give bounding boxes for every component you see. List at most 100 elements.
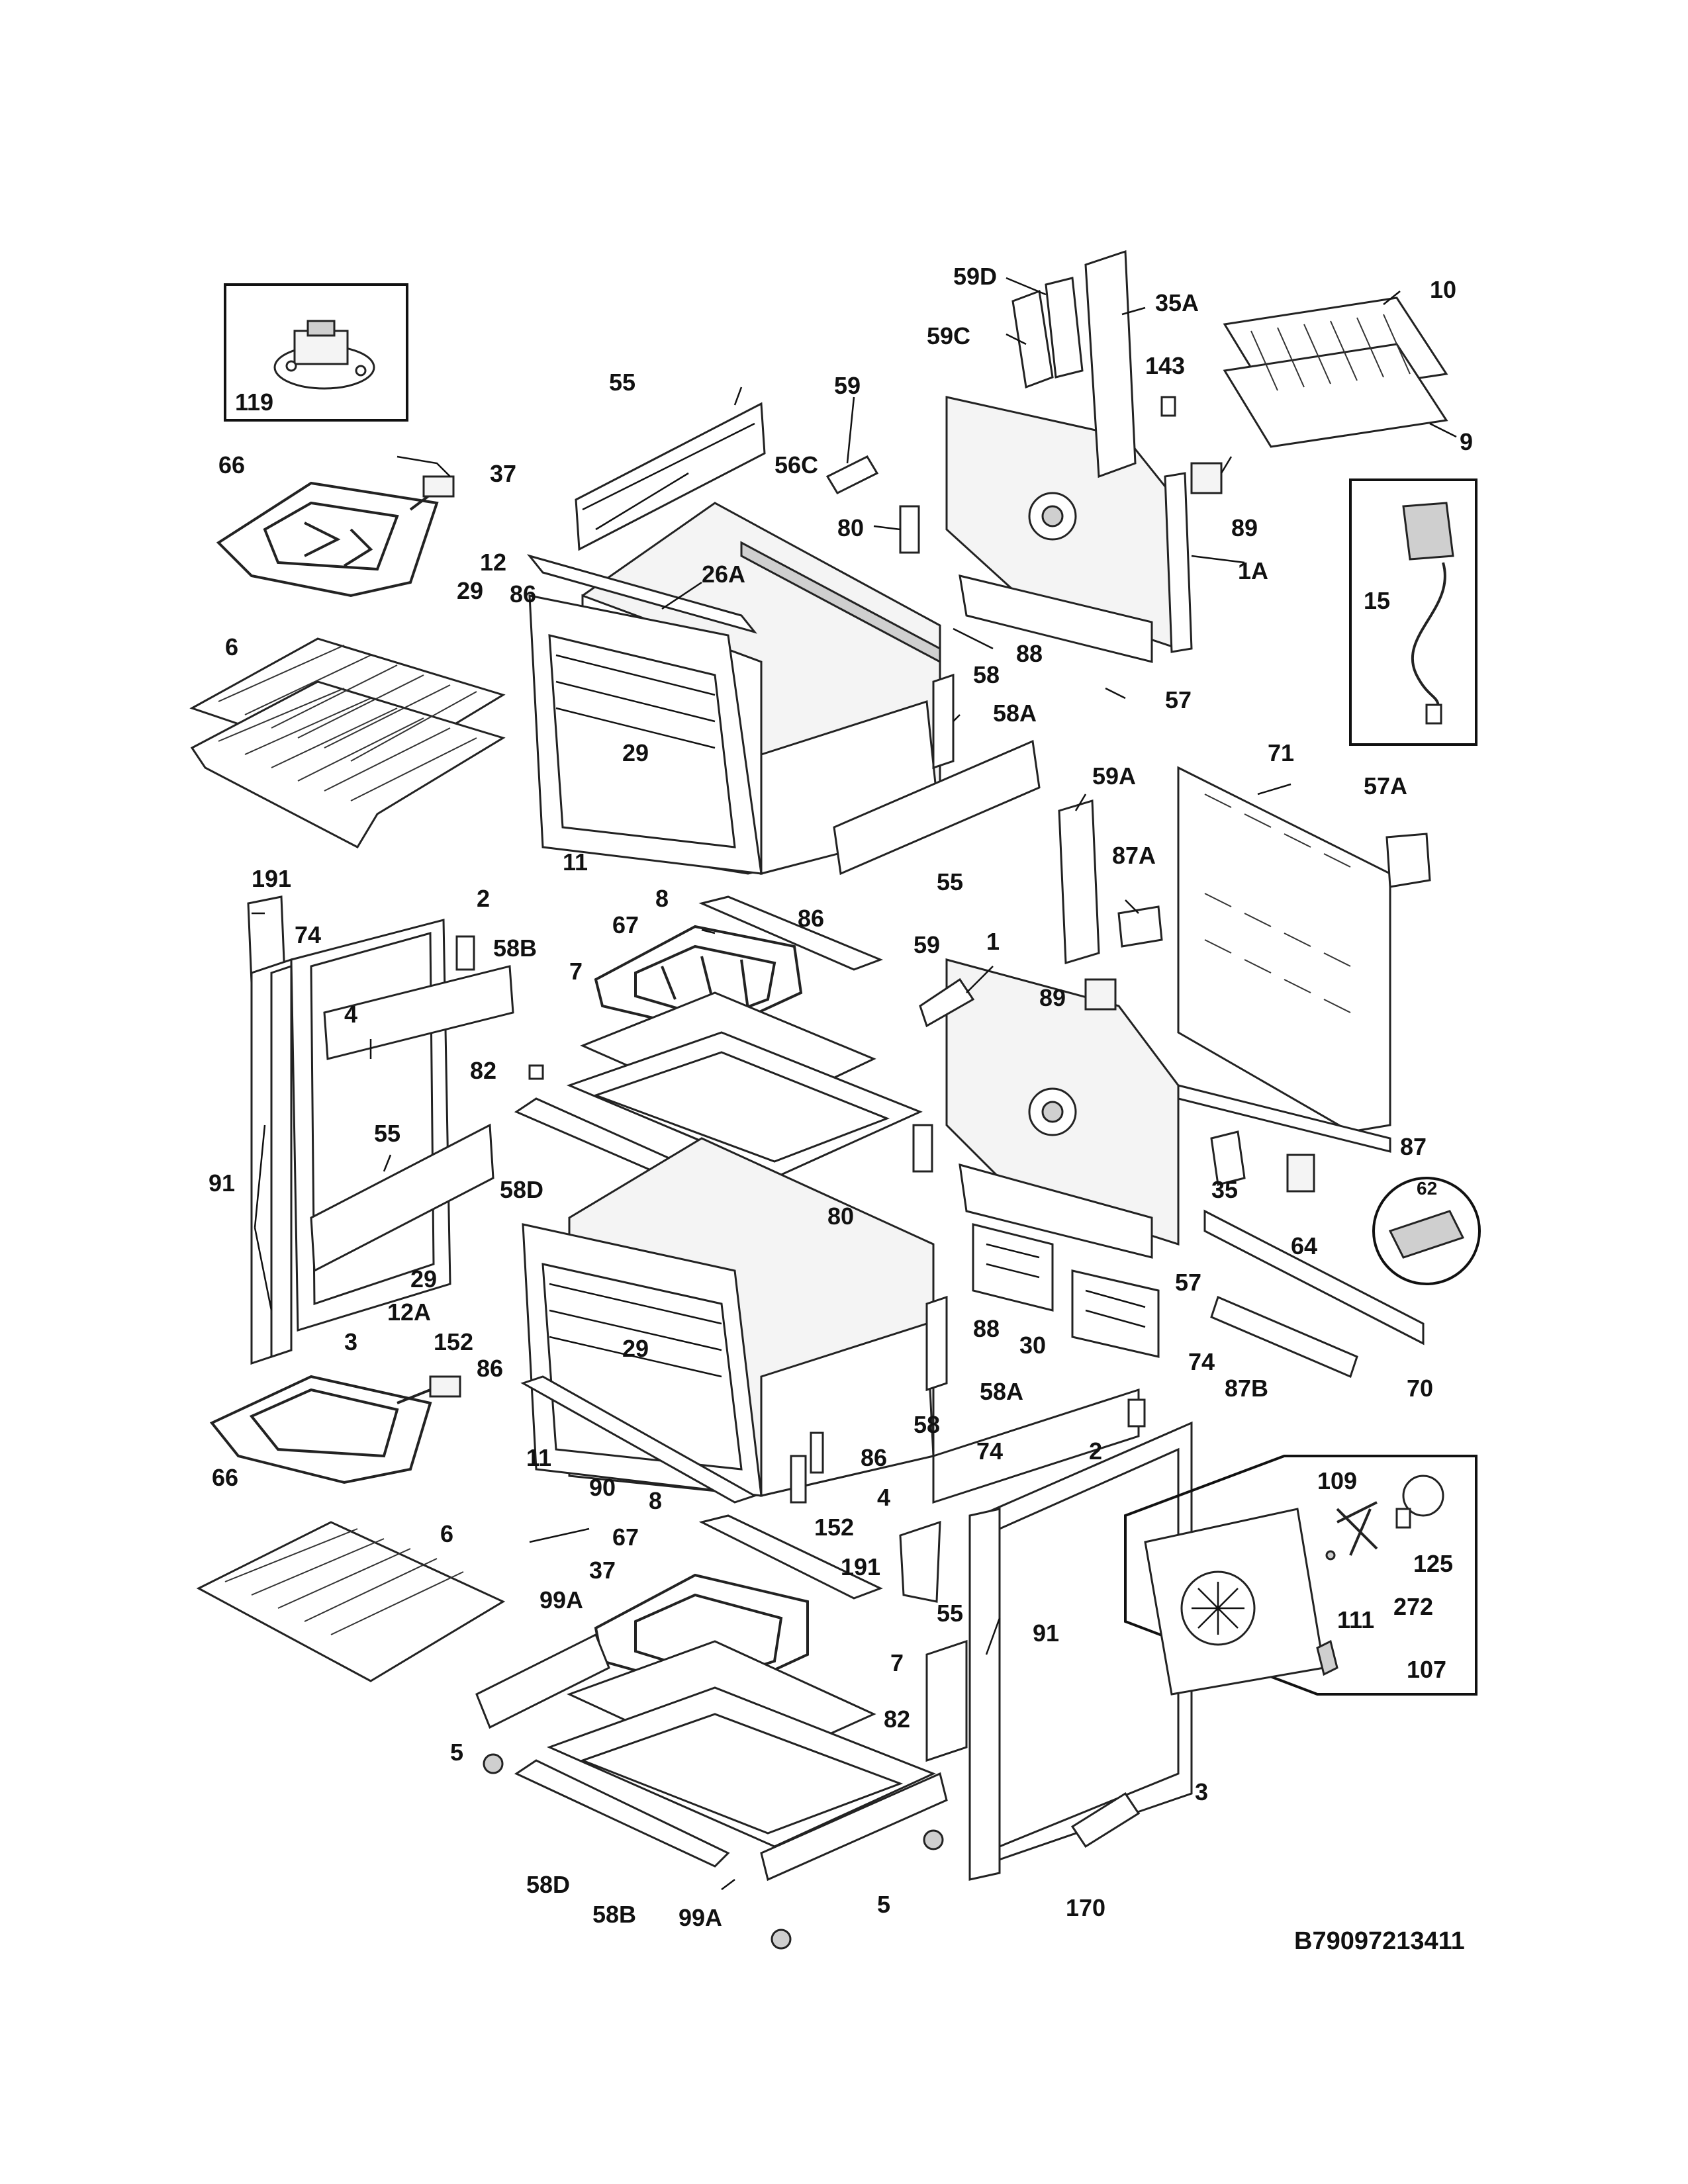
label-12A: 12A — [387, 1298, 431, 1326]
label-57-a: 57 — [1165, 686, 1192, 713]
fan-motor-89-lower — [1084, 978, 1117, 1011]
label-58D-a: 58D — [500, 1176, 543, 1203]
label-82-b: 82 — [884, 1706, 910, 1733]
label-58-b: 58 — [914, 1411, 940, 1438]
label-8-b: 8 — [649, 1487, 662, 1514]
frame-99A-right — [760, 1772, 948, 1882]
detail-circle-62 — [1372, 1177, 1481, 1285]
label-26A: 26A — [702, 561, 745, 588]
label-70: 70 — [1407, 1375, 1433, 1402]
label-86-b: 86 — [798, 905, 824, 932]
label-2-a: 2 — [477, 885, 490, 912]
label-11-b: 11 — [526, 1444, 551, 1471]
label-11-a: 11 — [563, 848, 588, 876]
label-86-a: 86 — [510, 580, 536, 608]
duct-59A — [1058, 799, 1100, 964]
broil-element-66-upper — [216, 455, 455, 598]
wire-37-lower — [529, 1527, 590, 1543]
label-37-upper: 37 — [490, 460, 516, 487]
label-119: 119 — [235, 388, 273, 416]
duct-59-lower — [919, 978, 975, 1028]
label-1A: 1A — [1238, 557, 1268, 584]
insulation-58D-lower — [514, 1759, 730, 1868]
drawing-code: B79097213411 — [1294, 1927, 1465, 1955]
label-109: 109 — [1317, 1467, 1357, 1494]
label-9: 9 — [1460, 428, 1473, 455]
label-12: 12 — [480, 549, 506, 576]
label-88-a: 88 — [1016, 640, 1043, 667]
label-272: 272 — [1393, 1593, 1433, 1620]
label-3-b: 3 — [1195, 1778, 1208, 1805]
label-152-a: 152 — [434, 1328, 473, 1355]
bracket-191-lower — [899, 1520, 941, 1603]
side-panel-55-lower-right — [925, 1639, 968, 1762]
bracket-87A — [1117, 905, 1163, 948]
label-29-d: 29 — [622, 1335, 649, 1362]
label-5-b: 5 — [877, 1891, 890, 1918]
label-59C: 59C — [927, 322, 970, 349]
label-191-a: 191 — [252, 865, 291, 892]
label-58D-b: 58D — [526, 1871, 570, 1898]
label-80-a: 80 — [837, 514, 864, 541]
hinge-2-lower — [1127, 1398, 1146, 1428]
fan-motor-89-upper — [1190, 456, 1233, 494]
label-67-a: 67 — [612, 911, 639, 938]
bracket-80-upper — [899, 505, 920, 554]
back-panel-1-lower — [945, 958, 1180, 1259]
label-3-a: 3 — [344, 1328, 357, 1355]
vent-covers-30 — [972, 1223, 1160, 1358]
label-87: 87 — [1400, 1133, 1427, 1160]
label-87B: 87B — [1225, 1375, 1268, 1402]
vent-duct-35A — [1084, 250, 1137, 478]
label-55-d: 55 — [937, 1600, 963, 1627]
label-143: 143 — [1145, 352, 1185, 379]
trim-87 — [1177, 1084, 1391, 1153]
inset-convection-fan — [1124, 1455, 1477, 1696]
label-107: 107 — [1407, 1656, 1446, 1683]
label-35A: 35A — [1155, 289, 1199, 316]
bracket-57A — [1385, 833, 1431, 888]
label-64: 64 — [1291, 1232, 1317, 1259]
shield-58A-upper — [932, 673, 955, 770]
label-58B-a: 58B — [493, 934, 537, 962]
callout-labels: 119 66 37 12 29 86 6 55 56C 26A 59 80 59… — [209, 263, 1473, 1955]
label-74-a: 74 — [295, 921, 321, 948]
label-152-b: 152 — [814, 1514, 854, 1541]
label-90: 90 — [589, 1474, 616, 1501]
label-170: 170 — [1066, 1894, 1105, 1921]
label-55-a: 55 — [609, 369, 635, 396]
label-80-b: 80 — [827, 1203, 854, 1230]
label-111: 111 — [1337, 1606, 1374, 1633]
label-58B-b: 58B — [592, 1901, 636, 1928]
label-66-upper: 66 — [218, 451, 245, 478]
label-1: 1 — [986, 928, 1000, 955]
label-71: 71 — [1268, 739, 1294, 766]
bake-element-67-upper — [594, 925, 803, 1034]
label-35: 35 — [1211, 1176, 1238, 1203]
label-89-a: 89 — [1231, 514, 1258, 541]
label-4-b: 4 — [877, 1484, 890, 1511]
upper-oven-cavity — [526, 502, 941, 875]
label-29-a: 29 — [457, 577, 483, 604]
trim-58B-upper — [566, 1031, 923, 1176]
control-board-35 — [1210, 1130, 1246, 1186]
label-57-b: 57 — [1175, 1269, 1201, 1296]
bracket-87B — [1210, 1295, 1358, 1379]
label-99A-a: 99A — [539, 1586, 583, 1614]
label-59A: 59A — [1092, 762, 1136, 790]
label-6-lower: 6 — [440, 1520, 453, 1547]
hinge-152-lower — [790, 1455, 807, 1504]
label-29-c: 29 — [410, 1265, 437, 1293]
side-frame-3-right — [978, 1421, 1193, 1868]
duct-59-upper — [825, 455, 879, 494]
label-58A-a: 58A — [993, 700, 1037, 727]
label-56C: 56C — [774, 451, 818, 478]
trim-90 — [520, 1375, 757, 1504]
label-2-b: 2 — [1089, 1437, 1102, 1465]
label-91-b: 91 — [1033, 1619, 1059, 1647]
label-125: 125 — [1413, 1550, 1453, 1577]
label-55-c: 55 — [374, 1120, 400, 1147]
label-59-b: 59 — [914, 931, 940, 958]
door-frame-91-left — [250, 958, 293, 1365]
